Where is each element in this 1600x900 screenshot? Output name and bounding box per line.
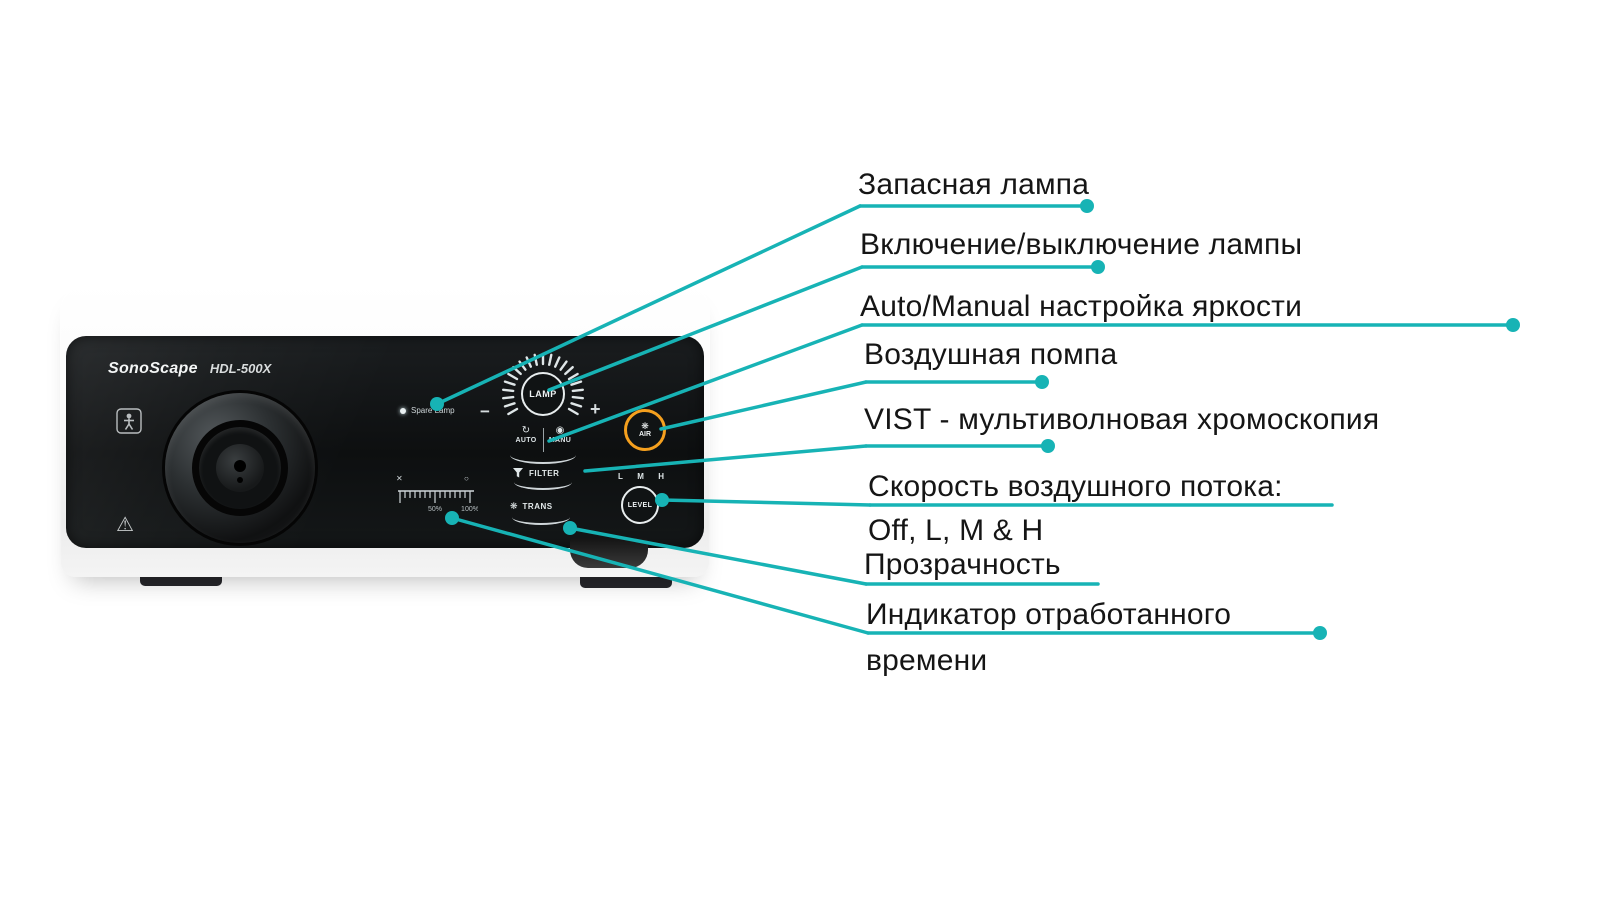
brand-block: SonoScape HDL-500X bbox=[108, 360, 271, 378]
device-body: SonoScape HDL-500X ⚠ bbox=[60, 282, 710, 577]
spare-lamp-indicator: Spare Lamp bbox=[400, 406, 455, 415]
auto-mode-icon: ↻ bbox=[521, 425, 531, 436]
mode-bracket bbox=[510, 454, 576, 464]
annotation-text: Включение/выключение лампы bbox=[860, 228, 1303, 261]
socket-pin-hole bbox=[237, 477, 243, 483]
annotation-auto-manual: Auto/Manual настройка яркости bbox=[860, 288, 1302, 326]
spare-lamp-led bbox=[400, 407, 406, 414]
auto-label: AUTO bbox=[515, 437, 537, 444]
brightness-minus-label[interactable]: − bbox=[480, 402, 490, 421]
annotation-text: Auto/Manual настройка яркости bbox=[860, 290, 1303, 323]
annotation-text: Скорость воздушного потока: bbox=[868, 470, 1283, 503]
auto-button[interactable]: ↻ AUTO bbox=[510, 426, 543, 452]
front-panel: SonoScape HDL-500X ⚠ bbox=[66, 336, 704, 548]
lamp-power-button[interactable]: LAMP bbox=[521, 372, 565, 416]
annotation-transparency: Прозрачность bbox=[864, 546, 1061, 584]
level-h: H bbox=[658, 472, 664, 481]
light-source-device: SonoScape HDL-500X ⚠ bbox=[60, 282, 710, 588]
patient-type-icon bbox=[116, 408, 142, 434]
air-label: AIR bbox=[638, 431, 652, 438]
annotation-text-line2: Off, L, M & H bbox=[868, 514, 1044, 548]
air-pump-button[interactable]: ❋ AIR bbox=[624, 409, 666, 451]
annotation-text: Запасная лампа bbox=[858, 168, 1090, 201]
annotation-text: Воздушная помпа bbox=[864, 338, 1118, 371]
annotation-lamp-onoff: Включение/выключение лампы bbox=[860, 226, 1302, 264]
annotation-airflow-speed: Скорость воздушного потока: Off, L, M & … bbox=[868, 468, 1283, 551]
annotation-text: Индикатор отработанного bbox=[866, 598, 1232, 631]
lamp-hour-meter: 50% 100% bbox=[398, 490, 478, 513]
model-name: HDL-500X bbox=[209, 361, 272, 376]
level-m: M bbox=[637, 472, 644, 481]
mode-divider bbox=[542, 428, 544, 452]
scope-latch bbox=[570, 538, 648, 568]
filter-bracket bbox=[514, 480, 572, 490]
airflow-scale: L M H bbox=[618, 472, 664, 481]
scope-socket-inner bbox=[192, 420, 288, 516]
warning-icon: ⚠ bbox=[116, 514, 134, 536]
fan-icon: ❋ bbox=[641, 421, 649, 431]
trans-label: TRANS bbox=[522, 502, 553, 511]
filter-label: FILTER bbox=[529, 468, 560, 478]
annotation-hour-meter: Индикатор отработанного времени bbox=[866, 596, 1231, 681]
scope-socket[interactable] bbox=[165, 393, 315, 543]
annotation-text: VIST - мультиволновая хромоскопия bbox=[864, 403, 1380, 436]
scale-end-icon: ○ bbox=[464, 474, 469, 483]
brand-name: SonoScape bbox=[108, 360, 198, 377]
hour-meter-mid-label: 50% bbox=[428, 506, 442, 513]
scale-start-icon: ✕ bbox=[396, 474, 403, 483]
trans-button[interactable]: ❋ TRANS bbox=[510, 501, 553, 512]
filter-button[interactable]: FILTER bbox=[512, 467, 559, 479]
trans-bracket bbox=[512, 515, 570, 525]
manu-label: MANU bbox=[548, 437, 572, 444]
annotation-air-pump: Воздушная помпа bbox=[864, 336, 1117, 374]
annotation-text-line2: времени bbox=[866, 644, 988, 678]
funnel-icon bbox=[513, 468, 523, 478]
scope-socket-core bbox=[216, 444, 264, 492]
brightness-plus-label[interactable]: + bbox=[590, 399, 601, 419]
annotation-spare-lamp: Запасная лампа bbox=[858, 166, 1089, 204]
manual-mode-icon: ◉ bbox=[555, 425, 565, 436]
hour-meter-end-label: 100% bbox=[461, 506, 478, 513]
pinwheel-icon: ❋ bbox=[510, 501, 518, 511]
annotation-vist: VIST - мультиволновая хромоскопия bbox=[864, 401, 1379, 439]
level-l: L bbox=[618, 472, 623, 481]
airflow-level-button[interactable]: LEVEL bbox=[621, 486, 659, 524]
manu-button[interactable]: ◉ MANU bbox=[544, 426, 577, 452]
annotation-text: Прозрачность bbox=[864, 548, 1061, 581]
socket-hole bbox=[234, 460, 246, 472]
spare-lamp-label: Spare Lamp bbox=[411, 406, 455, 415]
brightness-mode-group: ↻ AUTO ◉ MANU bbox=[508, 426, 578, 452]
